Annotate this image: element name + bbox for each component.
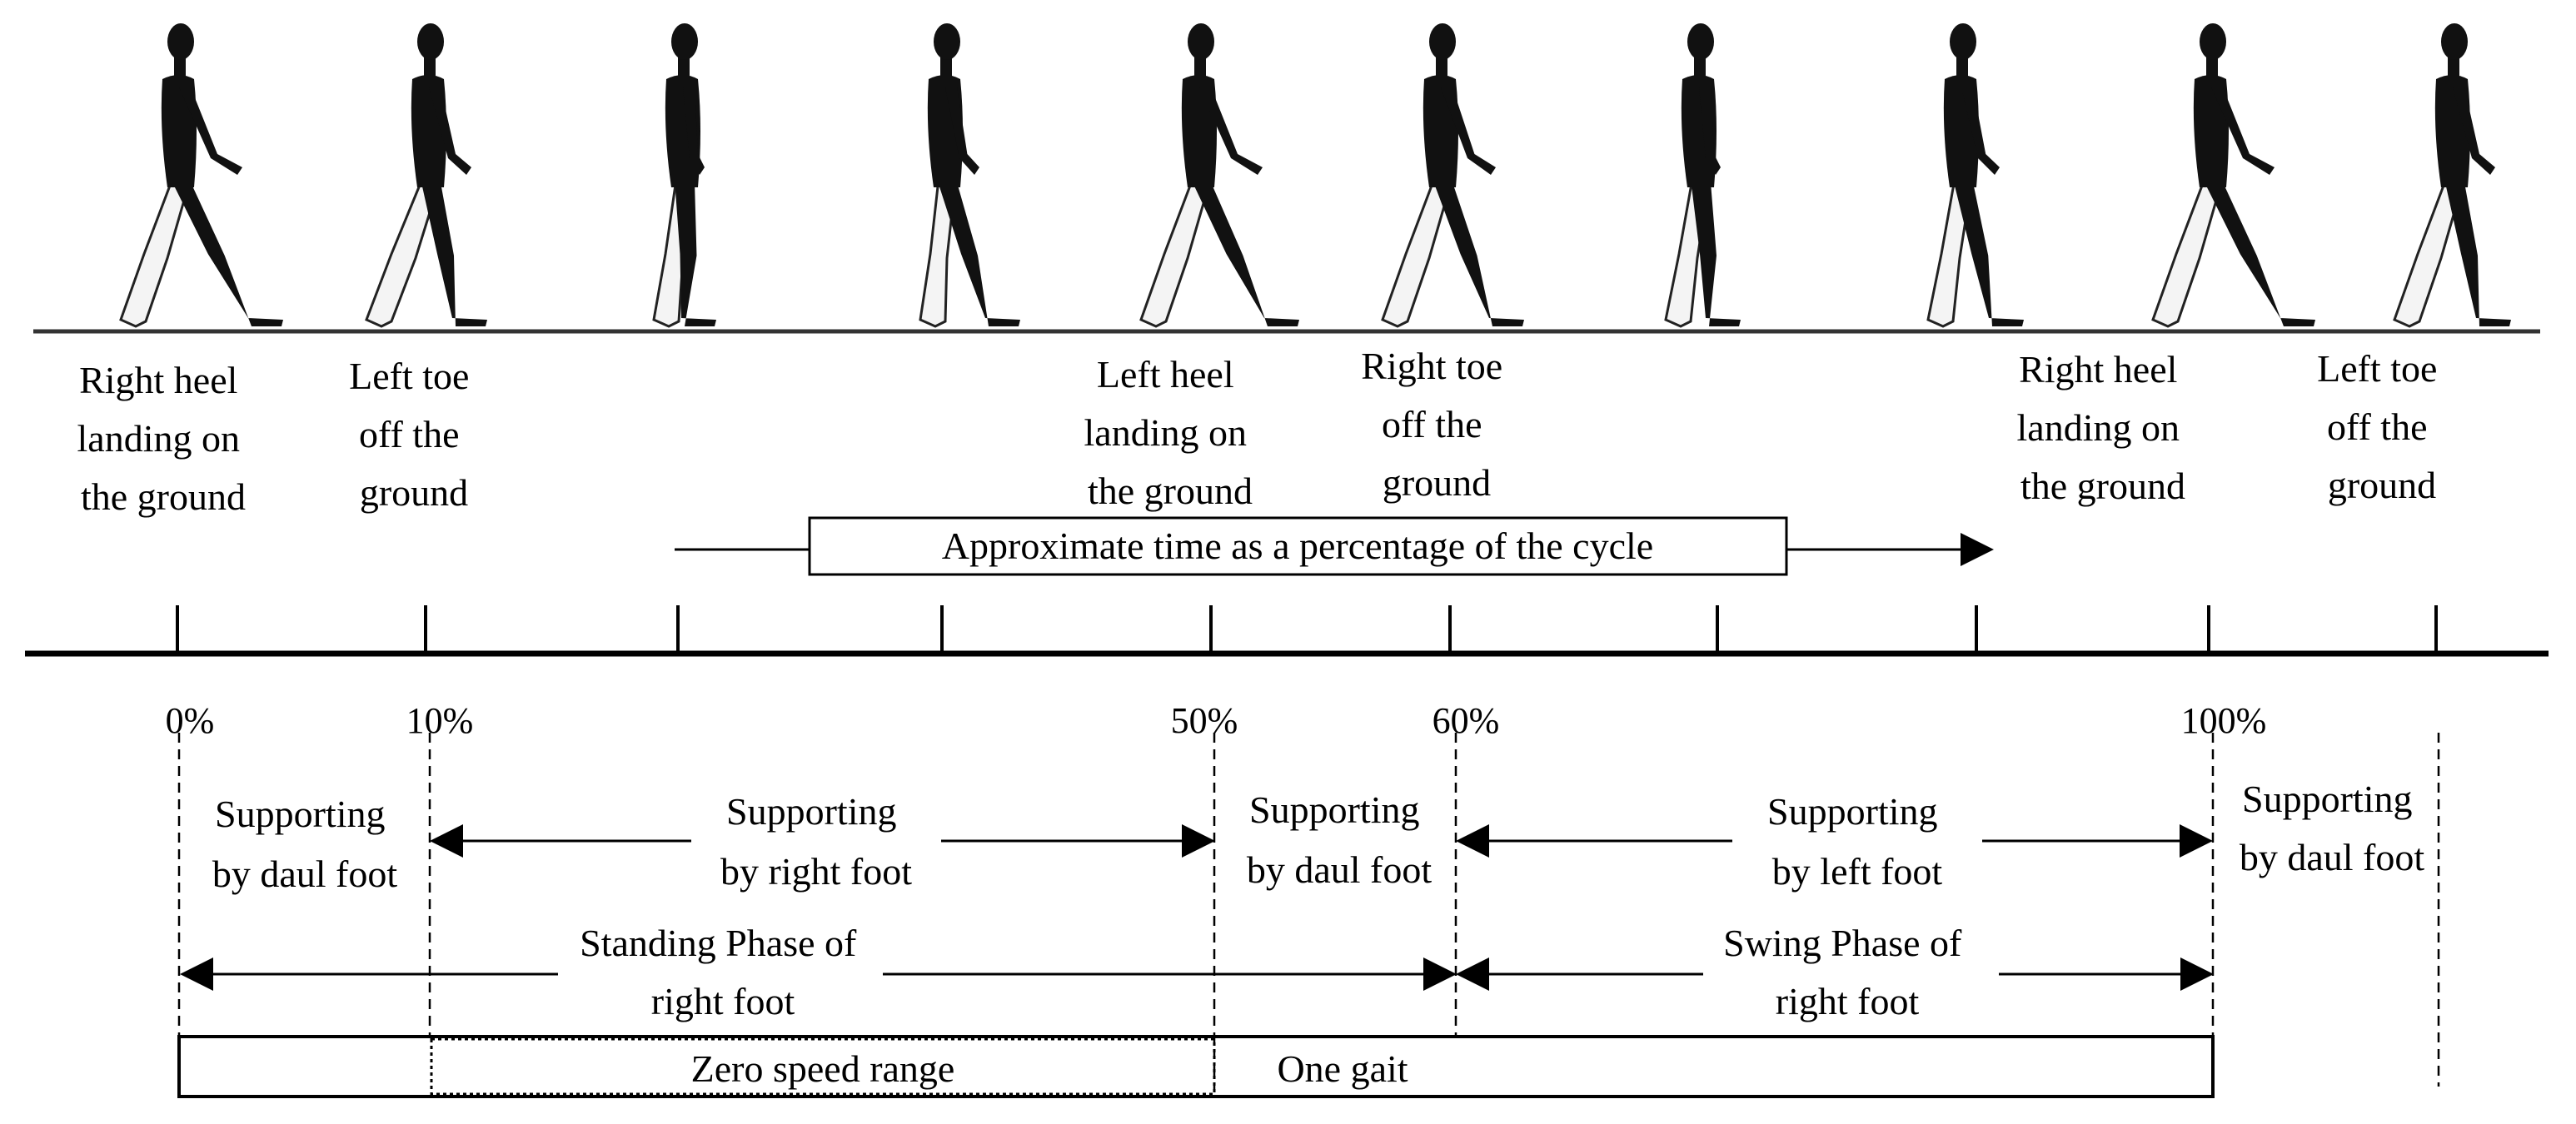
percent-100: 100% <box>2181 700 2267 741</box>
zero-speed-box <box>430 1037 1216 1096</box>
percent-labels: 0% 10% 50% 60% 100% <box>166 700 2267 741</box>
walking-figure <box>2151 23 2315 328</box>
percent-60: 60% <box>1432 700 1500 741</box>
swing-phase-label: Swing Phase of right foot <box>1723 922 1971 1022</box>
walking-figure <box>365 23 487 328</box>
walking-figure <box>1381 23 1524 328</box>
phase-guides <box>177 733 2440 1095</box>
event-left-toe-off-1: Left toe off the ground <box>349 355 479 514</box>
timeline-ticks <box>176 605 2438 654</box>
zero-speed-label: Zero speed range <box>691 1047 955 1090</box>
standing-phase-label: Standing Phase of right foot <box>580 922 866 1022</box>
walking-figure <box>652 23 716 328</box>
time-title-box <box>808 516 1788 576</box>
phase-dual-3: Supporting by daul foot <box>2240 778 2425 878</box>
event-right-heel-landing-2: Right heel landing on the ground <box>2017 348 2190 507</box>
event-right-toe-off: Right toe off the ground <box>1361 345 1512 504</box>
support-phase-labels: Supporting by daul foot Supporting by ri… <box>212 778 2425 895</box>
axis-title: Approximate time as a percentage of the … <box>942 525 1653 567</box>
event-labels: Right heel landing on the ground Left to… <box>77 345 2447 518</box>
event-left-toe-off-2: Left toe off the ground <box>2317 347 2447 506</box>
phase-left: Supporting by left foot <box>1767 790 1947 893</box>
percent-50: 50% <box>1171 700 1238 741</box>
one-gait-label: One gait <box>1277 1047 1408 1090</box>
walking-figure <box>1139 23 1299 328</box>
walking-figure <box>1926 23 2024 328</box>
phase-dual-1: Supporting by daul foot <box>212 793 398 895</box>
percent-0: 0% <box>166 700 215 741</box>
walking-figure <box>919 23 1020 328</box>
phase-dual-2: Supporting by daul foot <box>1247 788 1432 891</box>
event-right-heel-landing-1: Right heel landing on the ground <box>77 359 250 518</box>
walking-figure <box>119 23 283 328</box>
walking-figures <box>119 23 2511 328</box>
one-gait-box <box>177 1035 2215 1098</box>
event-left-heel-landing: Left heel landing on the ground <box>1084 353 1257 512</box>
walking-figure <box>1664 23 1741 328</box>
phase-right: Supporting by right foot <box>720 790 912 893</box>
walking-figure <box>2393 23 2511 328</box>
percent-10: 10% <box>406 700 474 741</box>
